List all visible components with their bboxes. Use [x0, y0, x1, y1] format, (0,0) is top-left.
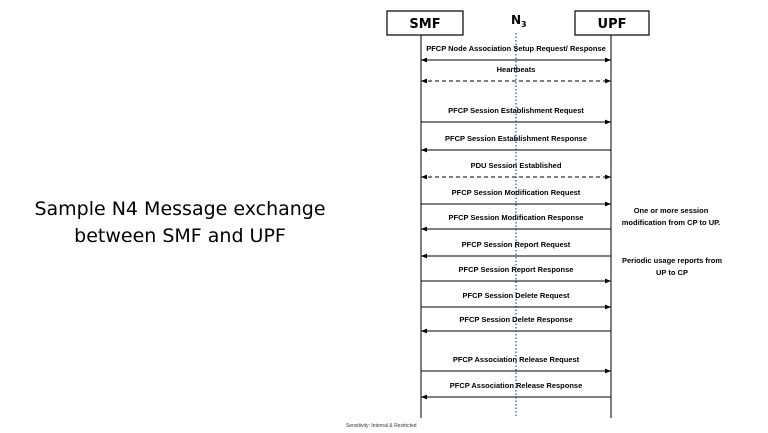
message-label: PFCP Session Modification Request — [452, 188, 581, 197]
note-usage-reports-line2: UP to CP — [656, 268, 688, 277]
message-label: PFCP Session Delete Response — [459, 315, 572, 324]
sensitivity-footer: Sensitivity: Internal & Restricted — [346, 423, 417, 429]
n3-label-base: N — [511, 13, 521, 27]
message-label: PDU Session Established — [471, 161, 562, 170]
message-group: PFCP Node Association Setup Request/ Res… — [421, 44, 611, 400]
slide-title-line1: Sample N4 Message exchange — [34, 198, 326, 220]
message-label: PFCP Association Release Request — [453, 355, 580, 364]
message-label: PFCP Session Report Response — [459, 265, 574, 274]
note-usage-reports-line1: Periodic usage reports from — [622, 256, 722, 265]
message-label: PFCP Session Report Request — [462, 240, 571, 249]
note-modification-line2: modification from CP to UP. — [622, 218, 720, 227]
n3-label: N3 — [511, 13, 527, 29]
smf-label: SMF — [409, 17, 440, 32]
message-label: PFCP Session Establishment Request — [448, 106, 584, 115]
message-label: PFCP Session Establishment Response — [445, 134, 587, 143]
message-label: Heartbeats — [497, 65, 536, 74]
message-label: PFCP Session Delete Request — [463, 291, 570, 300]
message-label: PFCP Association Release Response — [450, 381, 583, 390]
slide-title: Sample N4 Message exchange between SMF a… — [20, 196, 340, 250]
message-label: PFCP Session Modification Response — [449, 213, 584, 222]
upf-label: UPF — [598, 17, 627, 32]
smf-box — [386, 10, 464, 36]
slide-title-line2: between SMF and UPF — [74, 225, 286, 247]
upf-box — [574, 10, 650, 36]
n3-label-sub: 3 — [521, 20, 527, 29]
note-modification-line1: One or more session — [634, 206, 709, 215]
message-label: PFCP Node Association Setup Request/ Res… — [426, 44, 606, 53]
